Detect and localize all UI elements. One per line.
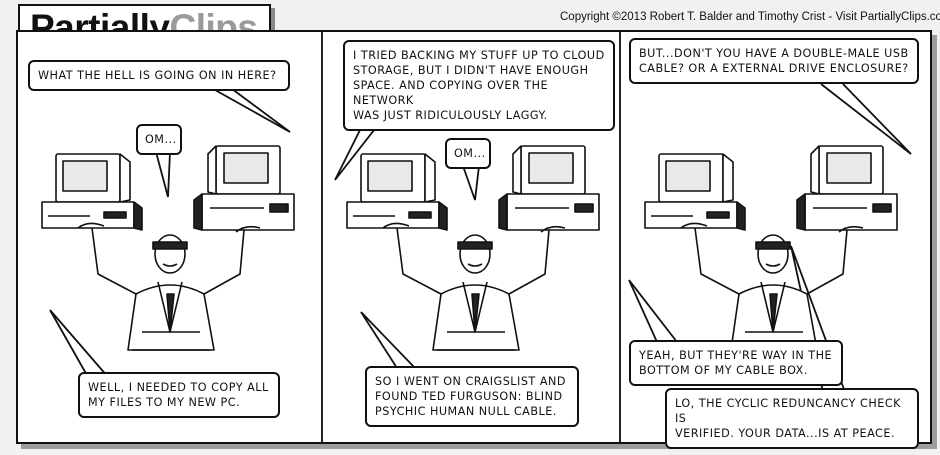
panel-3: BUT...DON'T YOU HAVE A DOUBLE-MALE USB C… <box>621 32 930 449</box>
speech-tail-top <box>820 83 912 155</box>
speech-tail-top <box>207 85 291 133</box>
speech-bubble-mid: OM... <box>445 138 491 169</box>
speech-bubble-bottom-2: LO, THE CYCLIC REDUNCANCY CHECK IS VERIF… <box>665 388 919 449</box>
speech-bubble-top: BUT...DON'T YOU HAVE A DOUBLE-MALE USB C… <box>629 38 919 84</box>
panel-divider-2 <box>619 32 621 442</box>
panel-2-illustration <box>334 115 600 369</box>
speech-bubble-bottom: WELL, I NEEDED TO COPY ALL MY FILES TO M… <box>78 372 280 418</box>
comic-strip: WHAT THE HELL IS GOING ON IN HERE? OM...… <box>16 30 932 449</box>
speech-tail-mid <box>155 151 171 198</box>
psychic-man-figure <box>644 145 898 351</box>
speech-tail-bottom <box>628 279 678 343</box>
speech-bubble-top: WHAT THE HELL IS GOING ON IN HERE? <box>28 60 290 91</box>
speech-bubble-bottom: YEAH, BUT THEY'RE WAY IN THE BOTTOM OF M… <box>629 340 843 386</box>
psychic-man-figure <box>41 145 295 351</box>
panel-divider-1 <box>321 32 323 442</box>
speech-tail-mid <box>462 165 480 201</box>
speech-tail-top <box>334 115 386 181</box>
speech-bubble-top: I TRIED BACKING MY STUFF UP TO CLOUD STO… <box>343 40 615 131</box>
panel-1: WHAT THE HELL IS GOING ON IN HERE? OM...… <box>18 32 321 442</box>
copyright-notice: Copyright ©2013 Robert T. Balder and Tim… <box>560 11 940 23</box>
speech-bubble-mid: OM... <box>136 124 182 155</box>
psychic-man-figure <box>346 145 600 351</box>
speech-bubble-bottom: SO I WENT ON CRAIGSLIST AND FOUND TED FU… <box>365 366 579 427</box>
panel-3-illustration <box>628 83 912 393</box>
panel-2: I TRIED BACKING MY STUFF UP TO CLOUD STO… <box>323 32 619 442</box>
speech-tail-bottom <box>360 311 416 369</box>
speech-tail-bottom <box>49 309 109 378</box>
panel-1-illustration <box>41 85 295 378</box>
